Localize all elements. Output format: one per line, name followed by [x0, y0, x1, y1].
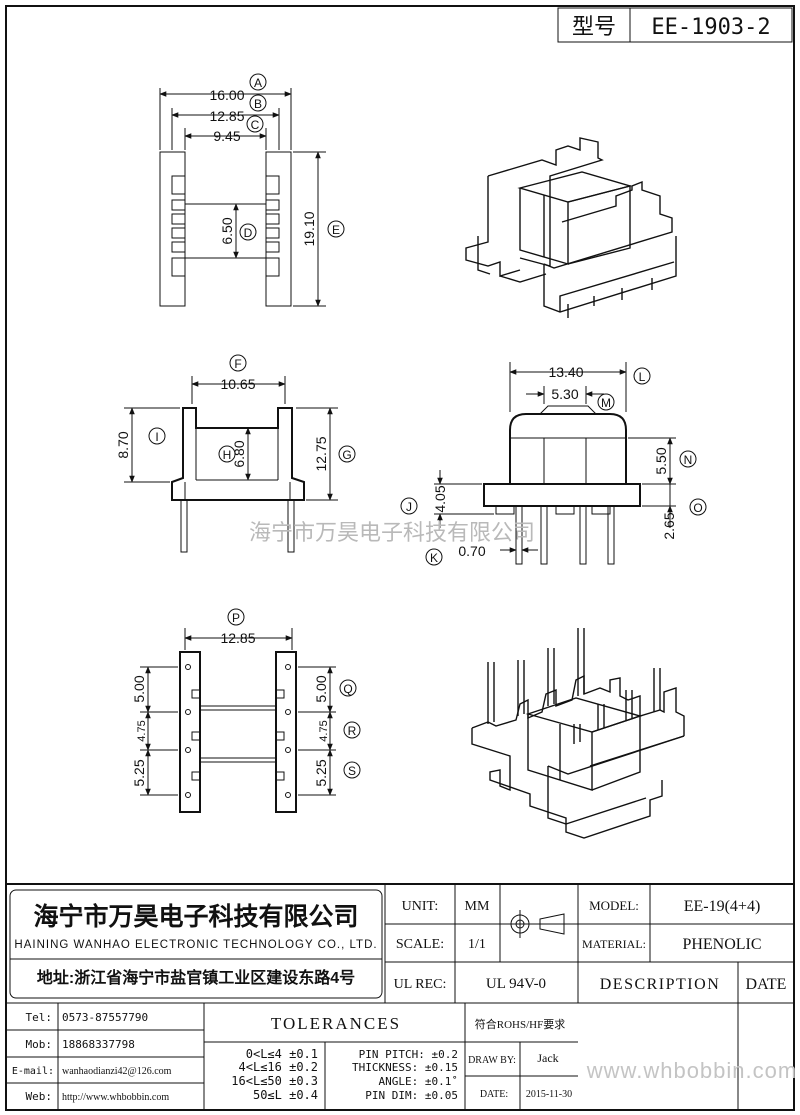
- draw-by-label: DRAW BY:: [468, 1055, 516, 1066]
- model-box-label: 型号: [572, 14, 616, 39]
- callout-s: S: [348, 764, 356, 778]
- tolerances-title: TOLERANCES: [271, 1014, 401, 1033]
- rohs-note: 符合ROHS/HF要求: [475, 1017, 565, 1031]
- sheet-border: [5, 5, 795, 1111]
- dim-d-value: 6.50: [219, 217, 235, 244]
- ulrec-value: UL 94V-0: [486, 976, 546, 992]
- company-address: 地址:浙江省海宁市盐官镇工业区建设东路4号: [37, 968, 355, 987]
- model-label: MODEL:: [589, 898, 639, 913]
- tolerance-spec-4: PIN DIM: ±0.05: [365, 1089, 458, 1102]
- dim-g-value: 12.75: [313, 436, 329, 471]
- callout-a: A: [254, 76, 262, 90]
- dim-s-right: 5.25: [313, 759, 329, 786]
- dim-f-value: 10.65: [220, 376, 255, 392]
- description-header: DESCRIPTION: [600, 976, 721, 993]
- title-block: 海宁市万昊电子科技有限公司 HAINING WANHAO ELECTRONIC …: [6, 883, 797, 1110]
- dim-p-value: 12.85: [220, 630, 255, 646]
- email-value: wanhaodianzi42@126.com: [62, 1066, 172, 1077]
- side-view: 10.65 F 8.70 I 6.80 H 12.75 G: [115, 354, 356, 553]
- dim-q-right: 5.00: [313, 675, 329, 702]
- date-label: DATE:: [480, 1089, 508, 1100]
- tolerance-range-4: 50≤L ±0.4: [253, 1088, 318, 1102]
- callout-h: H: [223, 448, 232, 462]
- tolerance-spec-2: THICKNESS: ±0.15: [352, 1061, 458, 1074]
- callout-l: L: [639, 370, 646, 384]
- callout-g: G: [342, 448, 351, 462]
- tolerance-range-2: 4<L≤16 ±0.2: [239, 1060, 318, 1074]
- material-value: PHENOLIC: [682, 936, 761, 953]
- mob-value: 18868337798: [62, 1038, 135, 1051]
- callout-b: B: [254, 97, 262, 111]
- unit-label: UNIT:: [402, 899, 439, 914]
- dim-o-value: 2.65: [661, 512, 677, 539]
- scale-value: 1/1: [468, 937, 486, 952]
- isometric-view-top: [465, 137, 677, 318]
- tolerance-spec-1: PIN PITCH: ±0.2: [359, 1048, 458, 1061]
- tolerance-spec-3: ANGLE: ±0.1˚: [379, 1075, 458, 1088]
- bottom-view: 12.85 P 5.00 4.75 5.25 5.00 4.75 5.25 Q …: [131, 608, 361, 813]
- date-header: DATE: [746, 976, 787, 993]
- dim-i-value: 8.70: [115, 431, 131, 458]
- callout-k: K: [430, 551, 438, 565]
- company-watermark: 海宁市万昊电子科技有限公司: [249, 520, 535, 545]
- callout-i: I: [155, 430, 158, 444]
- callout-q: Q: [343, 682, 352, 696]
- dim-b-value: 12.85: [209, 108, 244, 124]
- site-watermark: www.whbobbin.com: [586, 1058, 797, 1083]
- material-label: MATERIAL:: [582, 937, 646, 951]
- date-value: 2015-11-30: [526, 1089, 572, 1100]
- mob-label: Mob:: [26, 1038, 53, 1051]
- dim-q-left: 5.00: [131, 675, 147, 702]
- top-view: 16.00 12.85 9.45 A B C 6.50 D 19.10 E: [159, 73, 345, 307]
- callout-p: P: [232, 611, 240, 625]
- dim-m-value: 5.30: [551, 386, 578, 402]
- model-number-box: 型号 EE-1903-2: [557, 7, 793, 43]
- dim-c-value: 9.45: [213, 128, 240, 144]
- dim-j-value: 4.05: [432, 485, 448, 512]
- dim-n-value: 5.50: [653, 447, 669, 474]
- ulrec-label: UL REC:: [394, 977, 447, 992]
- callout-d: D: [244, 226, 253, 240]
- model-box-value: EE-1903-2: [651, 15, 770, 40]
- tel-value: 0573-87557790: [62, 1011, 148, 1024]
- dim-r-left: 4.75: [136, 720, 148, 741]
- email-label: E-mail:: [12, 1066, 54, 1077]
- tel-label: Tel:: [26, 1011, 53, 1024]
- unit-value: MM: [465, 899, 490, 914]
- web-value: http://www.whbobbin.com: [62, 1092, 169, 1103]
- company-name-en: HAINING WANHAO ELECTRONIC TECHNOLOGY CO.…: [14, 939, 377, 951]
- callout-m: M: [601, 396, 611, 410]
- callout-f: F: [234, 357, 241, 371]
- callout-j: J: [406, 500, 412, 514]
- callout-o: O: [693, 501, 702, 515]
- dim-e-value: 19.10: [301, 211, 317, 246]
- dim-s-left: 5.25: [131, 759, 147, 786]
- callout-c: C: [251, 118, 260, 132]
- dim-l-value: 13.40: [548, 364, 583, 380]
- isometric-view-bottom: [471, 628, 685, 839]
- scale-label: SCALE:: [396, 937, 444, 952]
- dim-a-value: 16.00: [209, 87, 244, 103]
- callout-n: N: [684, 453, 693, 467]
- dim-r-right: 4.75: [318, 720, 330, 741]
- projection-symbol-icon: [506, 910, 570, 938]
- tolerance-range-1: 0<L≤4 ±0.1: [246, 1047, 318, 1061]
- draw-by-value: Jack: [537, 1051, 558, 1065]
- dim-h-value: 6.80: [231, 440, 247, 467]
- tolerance-range-3: 16<L≤50 ±0.3: [231, 1074, 318, 1088]
- model-value: EE-19(4+4): [684, 898, 761, 915]
- callout-r: R: [348, 724, 357, 738]
- callout-e: E: [332, 223, 340, 237]
- company-name-cn: 海宁市万昊电子科技有限公司: [33, 902, 358, 931]
- front-view: 13.40 L 5.30 M 5.50 N 2.65 O 4.05 J 0.70…: [400, 362, 707, 566]
- web-label: Web:: [26, 1090, 53, 1103]
- dim-k-value: 0.70: [458, 543, 485, 559]
